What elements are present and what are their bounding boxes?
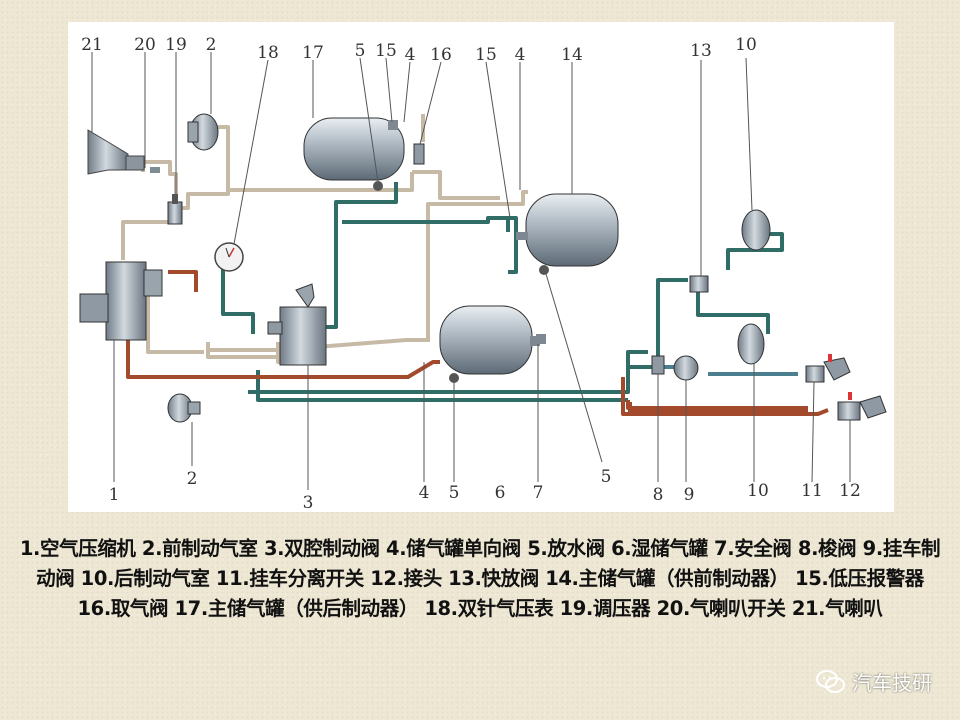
label-14: 14 [561, 45, 583, 65]
supply-to-tank6-pipe [208, 338, 428, 352]
label-13: 13 [690, 41, 712, 61]
rear-brake-chamber-top-icon [741, 209, 771, 251]
label-5-bottom: 5 [449, 483, 460, 503]
supply-pipes [121, 114, 528, 364]
front-to-shuttle-pipe [340, 350, 648, 394]
main-reservoir-front-icon [516, 193, 619, 275]
compressor-outlet-pipe [168, 270, 198, 292]
tank14-feed-pipe [426, 190, 528, 342]
air-compressor-icon [79, 261, 163, 341]
compressor-to-tank6-pipe [126, 272, 440, 379]
front-brake-chamber-top-icon [187, 113, 219, 151]
main-reservoir-rear-icon [303, 117, 405, 191]
diagram-caption: 1.空气压缩机 2.前制动气室 3.双腔制动阀 4.储气罐单向阀 5.放水阀 6… [19, 537, 941, 620]
label-11: 11 [801, 481, 823, 501]
label-4-top-right: 4 [515, 45, 526, 65]
governor-to-tank17-pipe [176, 172, 414, 210]
tank17-to-valve-pipe [334, 182, 398, 222]
tank14-to-valve-pipe [342, 216, 508, 224]
leader-lines [91, 52, 851, 490]
label-6: 6 [495, 483, 506, 503]
rear-brake-chamber-bottom-icon [737, 323, 765, 365]
label-12: 12 [839, 481, 861, 501]
trailer-separation-switch-2-icon [837, 401, 861, 421]
wechat-icon [816, 669, 845, 693]
safety-valve-icon [536, 334, 546, 344]
label-19: 19 [165, 35, 187, 55]
label-16: 16 [430, 45, 452, 65]
red-marker-bottom-icon [848, 392, 852, 400]
label-1: 1 [109, 485, 120, 505]
trailer-brake-valve-icon [673, 355, 699, 381]
watermark: 汽车技研 [816, 667, 932, 696]
label-21: 21 [81, 35, 103, 55]
label-15-top-left: 15 [375, 41, 397, 61]
label-18: 18 [257, 43, 279, 63]
label-10-bottom: 10 [747, 481, 769, 501]
rear-to-connector-pipe [621, 377, 829, 416]
tank14-side-pipe [506, 216, 518, 274]
label-20: 20 [134, 35, 156, 55]
label-4-bottom: 4 [419, 483, 430, 503]
red-marker-top-icon [828, 354, 832, 362]
front-chamber-top-pipe [216, 125, 230, 190]
label-4-top-left: 4 [405, 45, 416, 65]
label-5-top: 5 [355, 41, 366, 61]
rear-circuit-pipes [126, 270, 829, 416]
valve-bottom-pipe [256, 370, 628, 402]
label-2-top: 2 [206, 35, 217, 55]
label-7: 7 [533, 483, 544, 503]
wet-reservoir-icon [439, 305, 540, 383]
label-9: 9 [684, 485, 695, 505]
trailer-control-pipe [626, 400, 808, 410]
label-17: 17 [302, 43, 324, 63]
coupling-head-bottom-icon [859, 395, 887, 419]
label-8: 8 [653, 485, 664, 505]
quick-release-supply-pipe [628, 278, 688, 369]
label-10-top: 10 [735, 35, 757, 55]
quick-release-to-chamber10-pipe [726, 232, 784, 270]
dual-needle-gauge-icon [214, 242, 244, 272]
compressor-lower-pipe [146, 272, 204, 354]
label-2-bottom: 2 [187, 469, 198, 489]
quick-release-valve-icon [689, 275, 709, 293]
front-brake-chamber-bottom-icon [167, 393, 201, 423]
governor-icon [167, 194, 183, 225]
label-5-bottom-right: 5 [601, 467, 612, 487]
air-brake-schematic: 21 20 19 2 18 17 5 15 4 16 15 4 14 13 10… [79, 35, 887, 512]
watermark-text: 汽车技研 [852, 671, 932, 695]
drain-cock-valve-icon [413, 143, 425, 165]
tank17-to-tank14-pipe [412, 170, 500, 200]
air-horn-icon [87, 129, 145, 175]
quick-release-to-chamber10b-pipe [696, 290, 770, 334]
dual-circuit-brake-valve-icon [267, 283, 327, 366]
diagram-panel: 21 20 19 2 18 17 5 15 4 16 15 4 14 13 10… [68, 22, 894, 512]
shuttle-valve-icon [651, 355, 665, 375]
horn-switch-icon [150, 167, 160, 173]
coupling-head-top-icon [823, 357, 851, 381]
lower-supply-pipe [206, 342, 280, 359]
label-3: 3 [303, 493, 314, 512]
gauge-to-valve-pipe [221, 264, 255, 334]
trailer-separation-switch-icon [805, 365, 825, 383]
label-15-top-right: 15 [475, 45, 497, 65]
